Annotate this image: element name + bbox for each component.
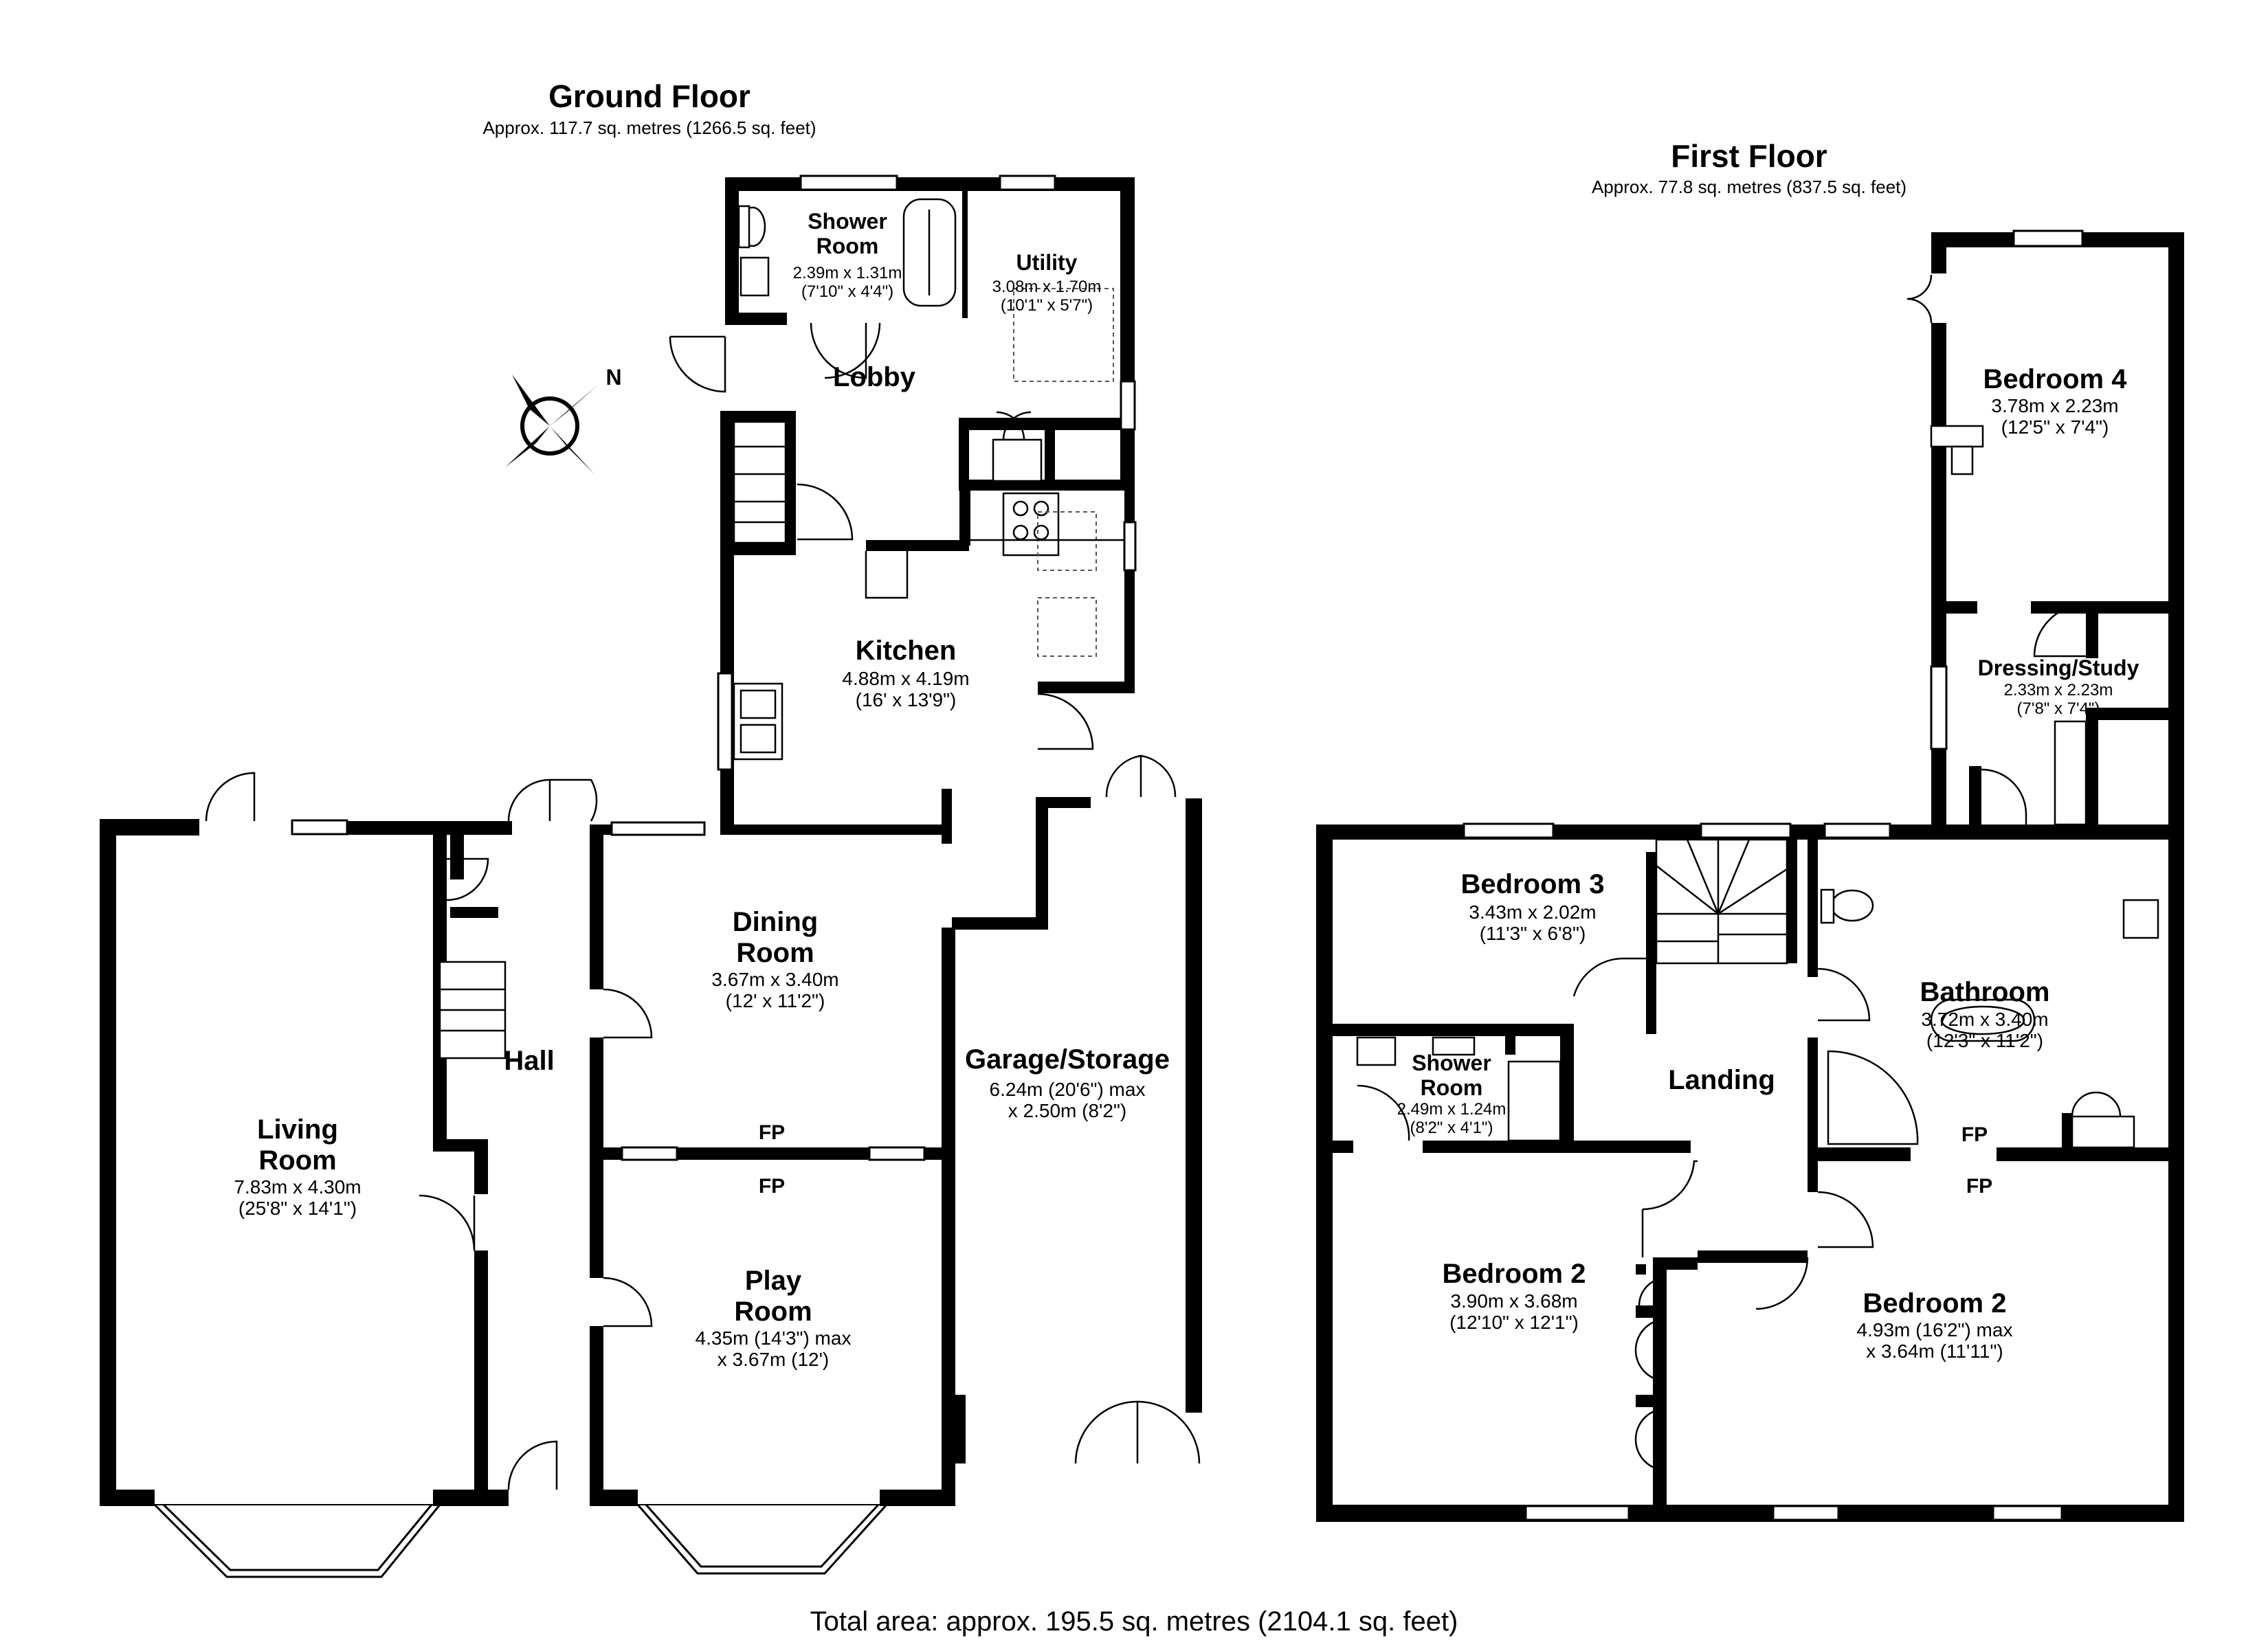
room-name-landing: Landing xyxy=(1668,1065,1775,1095)
room-name-shower-ground: Shower Room xyxy=(808,209,887,258)
fireplace-label-bathroom: FP xyxy=(1961,1123,1988,1146)
first-floor-doors xyxy=(1357,274,2135,1472)
room-dims-dressing-study: 2.33m x 2.23m (7'8" x 7'4") xyxy=(2003,681,2113,718)
room-name-utility: Utility xyxy=(1016,250,1078,275)
room-dims-bedroom-2-right: 4.93m (16'2") max x 3.64m (11'11") xyxy=(1856,1319,2013,1362)
room-dims-shower-first: 2.49m x 1.24m (8'2" x 4'1") xyxy=(1397,1100,1507,1137)
ground-floor-windows xyxy=(153,175,1137,1578)
first-floor-windows xyxy=(1463,229,2084,1521)
room-name-bedroom-3: Bedroom 3 xyxy=(1460,869,1605,899)
room-name-dressing-study: Dressing/Study xyxy=(1977,655,2139,680)
first-floor-area: Approx. 77.8 sq. metres (837.5 sq. feet) xyxy=(1591,177,1907,197)
room-name-bedroom-2-right: Bedroom 2 xyxy=(1863,1288,2007,1319)
room-name-shower-first: Shower Room xyxy=(1412,1051,1491,1100)
ground-floor-title: Ground Floor xyxy=(548,78,751,114)
room-dims-bedroom-3: 3.43m x 2.02m (11'3" x 6'8") xyxy=(1469,901,1597,945)
ground-floor-fixtures xyxy=(733,198,1124,761)
fireplace-label-play: FP xyxy=(758,1175,786,1198)
room-name-bathroom: Bathroom xyxy=(1920,977,2050,1007)
compass-north-icon xyxy=(505,374,598,474)
room-dims-utility: 3.08m x 1.70m (10'1" x 5'7") xyxy=(992,278,1102,315)
ground-floor-walls xyxy=(100,177,1202,1506)
room-name-hall: Hall xyxy=(504,1046,555,1076)
room-dims-kitchen: 4.88m x 4.19m (16' x 13'9") xyxy=(842,668,970,711)
room-name-living-room: Living Room xyxy=(257,1114,338,1176)
room-name-play-room: Play Room xyxy=(734,1266,812,1327)
room-dims-bathroom: 3.72m x 3.40m (12'3" x 11'2") xyxy=(1921,1009,2049,1052)
fireplace-label-dining: FP xyxy=(758,1121,786,1144)
room-name-garage-storage: Garage/Storage xyxy=(965,1044,1170,1075)
room-dims-shower-ground: 2.39m x 1.31m (7'10" x 4'4") xyxy=(792,264,902,301)
room-dims-dining-room: 3.67m x 3.40m (12' x 11'2") xyxy=(711,969,839,1012)
room-dims-bedroom-2-left: 3.90m x 3.68m (12'10" x 12'1") xyxy=(1449,1290,1579,1334)
total-area: Total area: approx. 195.5 sq. metres (21… xyxy=(810,1606,1458,1637)
room-name-lobby: Lobby xyxy=(833,362,915,392)
ground-floor-doors xyxy=(205,322,1201,1490)
ground-floor-area: Approx. 117.7 sq. metres (1266.5 sq. fee… xyxy=(482,117,816,138)
room-dims-living-room: 7.83m x 4.30m (25'8" x 14'1") xyxy=(234,1176,362,1220)
room-name-bedroom-2-left: Bedroom 2 xyxy=(1442,1259,1586,1289)
first-floor-fixtures xyxy=(1356,425,2159,1145)
room-dims-garage-storage: 6.24m (20'6") max x 2.50m (8'2") xyxy=(989,1079,1146,1122)
room-dims-bedroom-4: 3.78m x 2.23m (12'5" x 7'4") xyxy=(1991,395,2119,438)
first-floor-title: First Floor xyxy=(1671,138,1827,174)
compass-label: N xyxy=(605,365,622,390)
room-name-dining-room: Dining Room xyxy=(732,907,819,968)
room-name-kitchen: Kitchen xyxy=(855,636,957,666)
fireplace-label-bedroom-2: FP xyxy=(1966,1175,1993,1198)
ground-floor-stairs xyxy=(438,420,787,1059)
room-dims-play-room: 4.35m (14'3") max x 3.67m (12') xyxy=(695,1327,852,1371)
room-name-bedroom-4: Bedroom 4 xyxy=(1983,364,2127,394)
